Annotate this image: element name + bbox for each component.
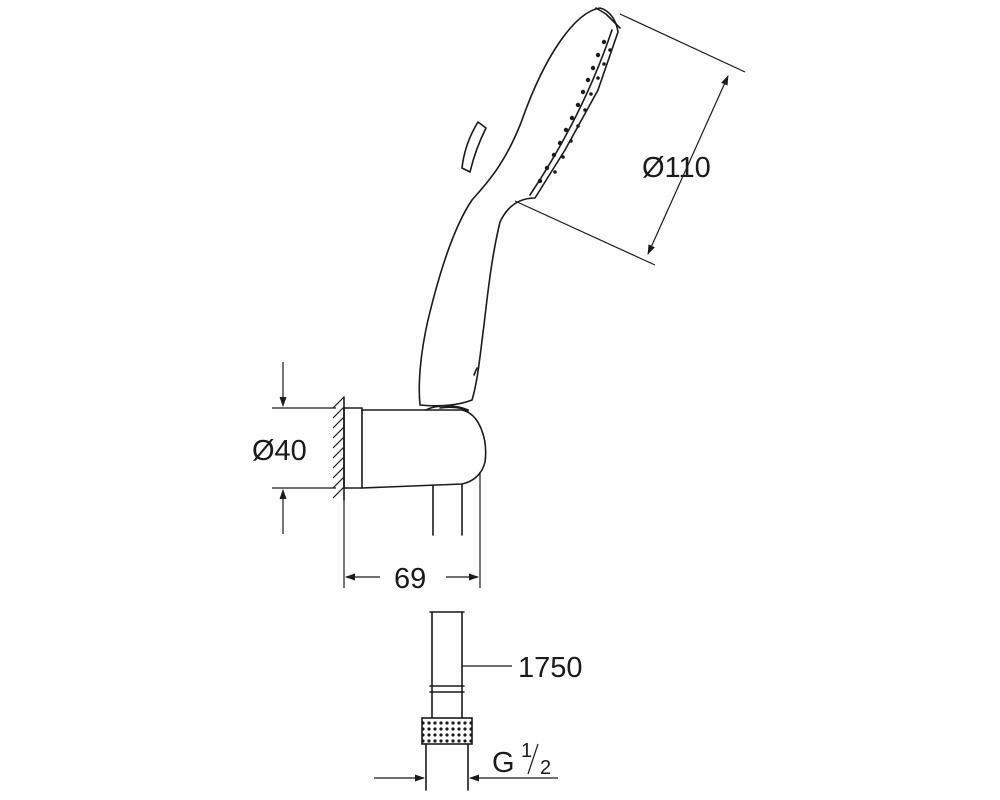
spray-nozzles <box>537 39 612 184</box>
hose-length-label: 1750 <box>518 652 583 684</box>
knurled-nut <box>421 717 473 791</box>
wall-holder <box>343 405 487 536</box>
thread-denominator: 2 <box>540 757 551 779</box>
thread-numerator: 1 <box>521 740 532 762</box>
wall <box>332 396 345 501</box>
hand-shower <box>418 7 621 407</box>
holder-projection-label: 69 <box>394 563 426 595</box>
dimension-holder-diameter: Ø40 <box>252 362 336 534</box>
dimension-hose-length: 1750 <box>462 652 583 684</box>
dimension-head-diameter: Ø110 <box>514 13 746 266</box>
thread-letter: G <box>492 747 515 779</box>
shower-hose <box>429 611 465 719</box>
dimension-thread: G 1 2 <box>374 740 558 782</box>
dimension-holder-projection: 69 <box>343 472 481 595</box>
holder-diameter-label: Ø40 <box>252 435 307 467</box>
head-diameter-label: Ø110 <box>642 152 711 184</box>
